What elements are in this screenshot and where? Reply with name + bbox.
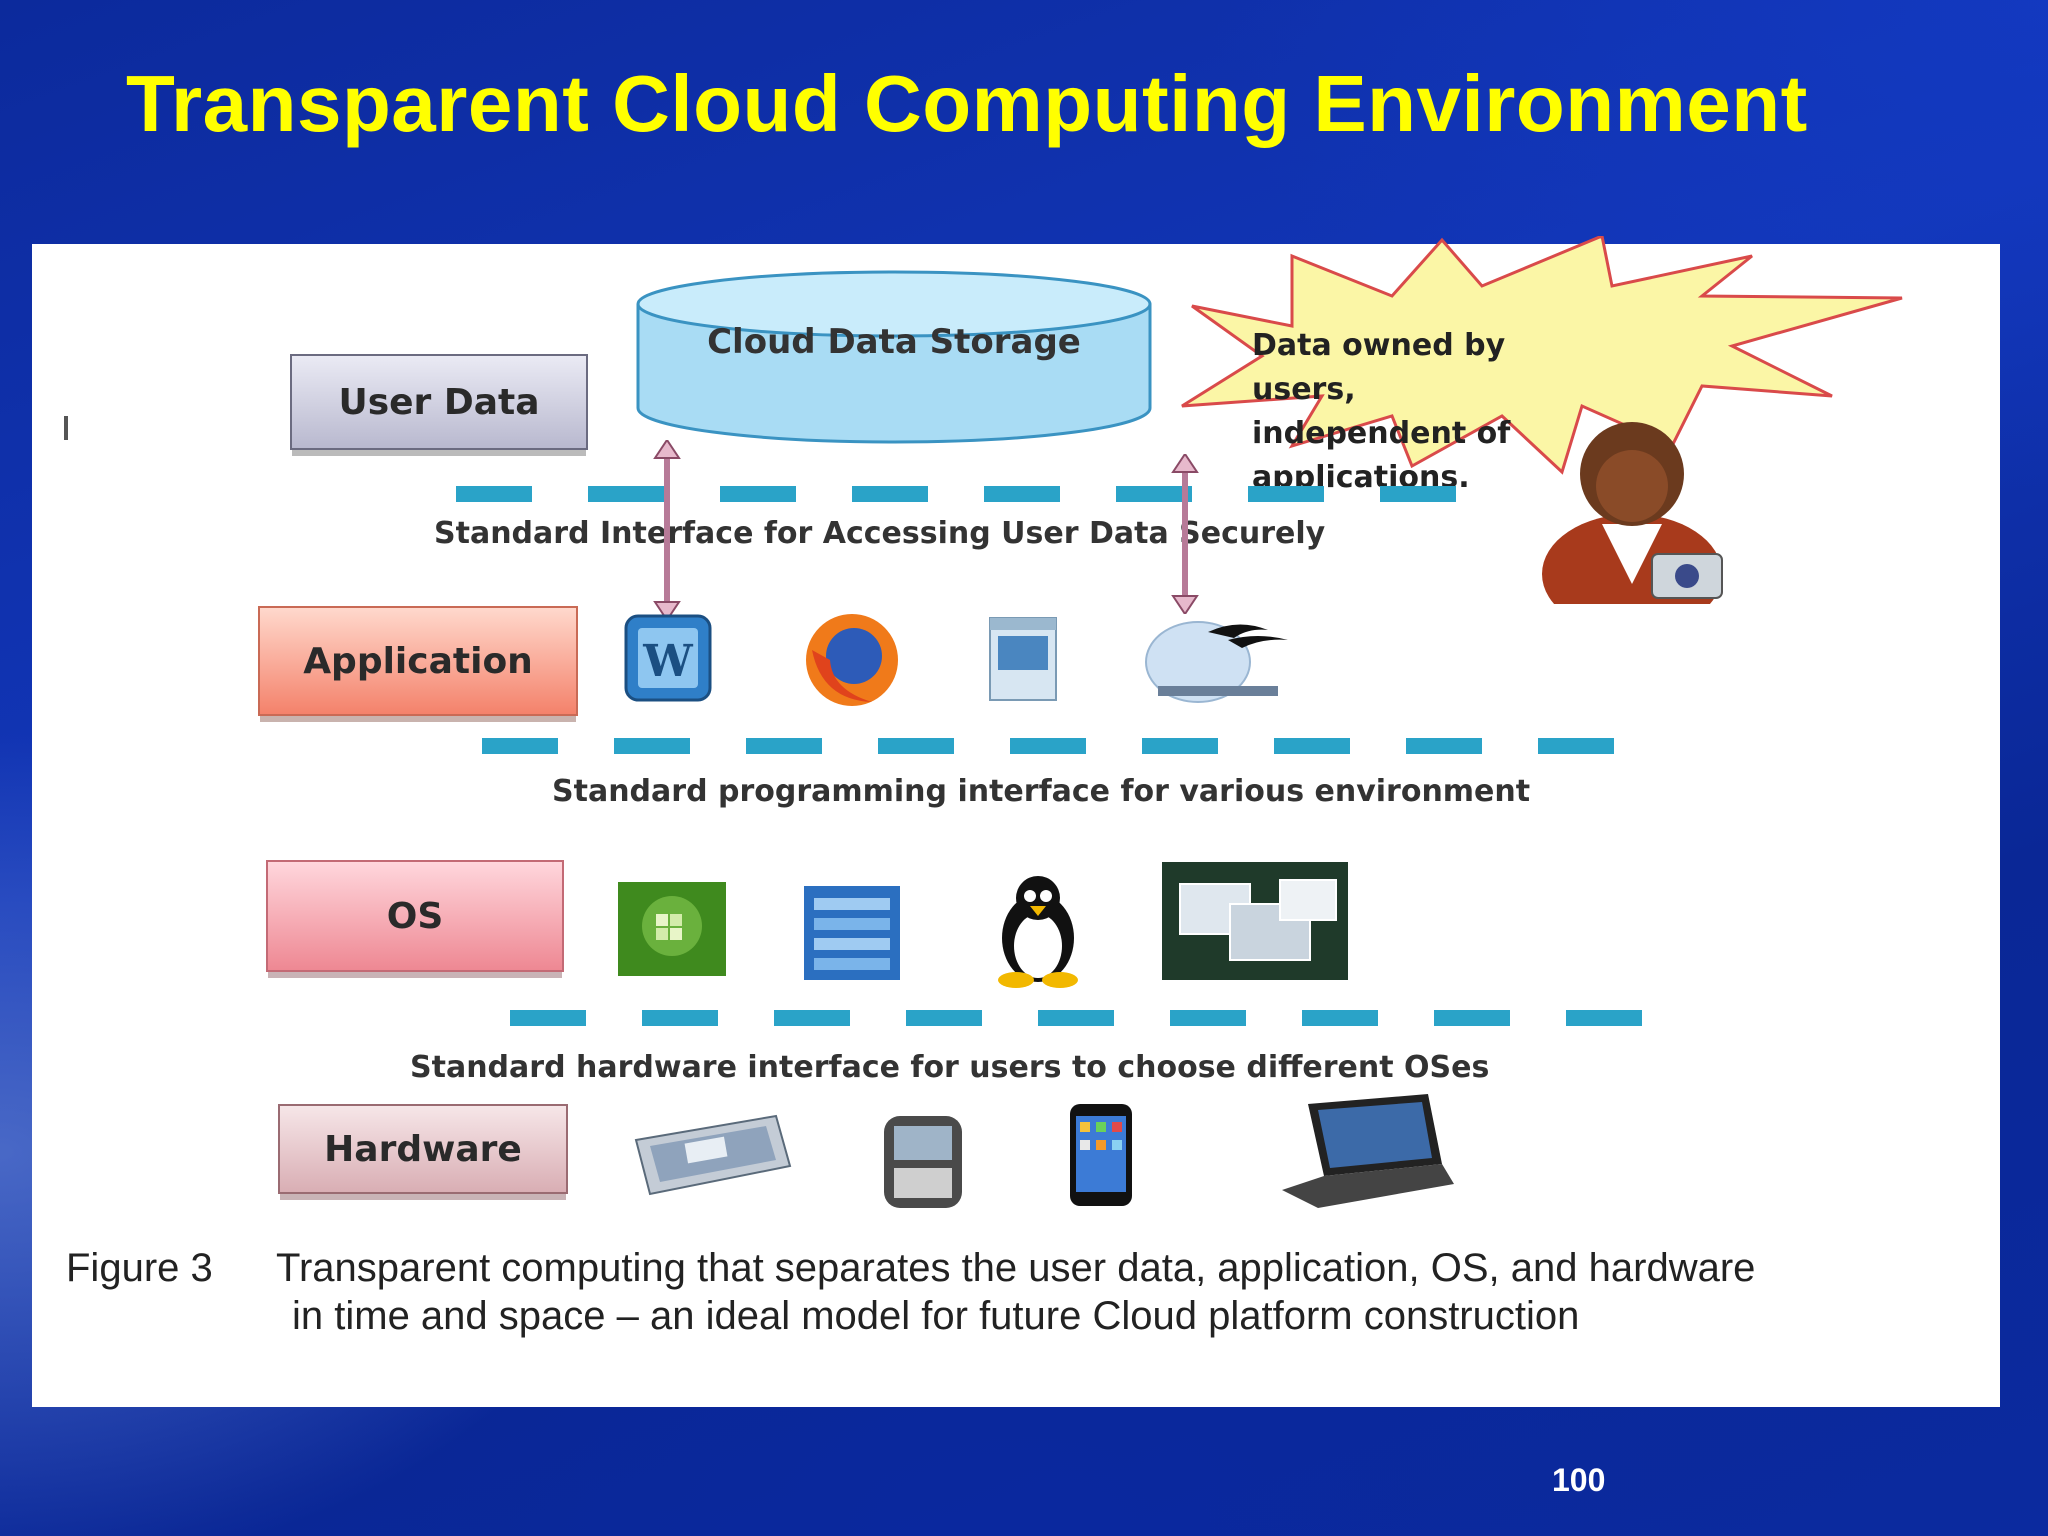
cloud-storage-label: Cloud Data Storage — [707, 322, 1081, 362]
slide-title: Transparent Cloud Computing Environment — [126, 59, 1808, 148]
hardware-layer-box: Hardware — [278, 1104, 568, 1194]
callout-line-1: Data owned by users, — [1252, 328, 1506, 407]
caption-line-2: in time and space – an ideal model for f… — [292, 1294, 1580, 1338]
desktop-screenshots-os-icon — [1162, 862, 1348, 980]
diagram-panel: Cloud Data Storage Data owned by users, … — [32, 236, 2000, 1407]
laptop-hardware-icon — [1282, 1094, 1454, 1208]
page-number: 100 — [1552, 1462, 1606, 1498]
figure-caption: Figure 3 Transparent computing that separ… — [66, 1244, 1986, 1340]
user-data-layer-box: User Data — [290, 354, 588, 450]
user-person-icon — [1542, 422, 1723, 604]
windows-mobile-os-icon — [804, 886, 900, 980]
blackberry-phone-icon — [884, 1116, 962, 1208]
windows-vista-os-icon — [618, 882, 726, 976]
programming-interface-line — [482, 738, 1670, 754]
firefox-browser-icon — [806, 614, 898, 706]
iphone-icon — [1070, 1104, 1132, 1206]
hardware-interface-label: Standard hardware interface for users to… — [410, 1050, 1490, 1085]
svg-text:W: W — [642, 636, 693, 687]
word-app-icon: W — [624, 614, 712, 702]
software-box-icon — [989, 617, 1057, 701]
hardware-interface-line — [510, 1010, 1698, 1026]
cloud-storage-cylinder — [636, 270, 1152, 444]
openoffice-app-icon — [1145, 621, 1288, 703]
user-data-interface-line — [456, 486, 1512, 502]
figure-label: Figure 3 — [66, 1246, 213, 1290]
edge-marker — [64, 416, 68, 440]
storage-to-openoffice-arrow — [1171, 454, 1199, 614]
application-layer-box: Application — [258, 606, 578, 716]
user-data-interface-label: Standard Interface for Accessing User Da… — [434, 516, 1326, 551]
callout-text: Data owned by users, independent of appl… — [1252, 324, 1612, 500]
programming-interface-label: Standard programming interface for vario… — [552, 774, 1531, 809]
server-blade-hardware-icon — [634, 1114, 792, 1196]
linux-tux-os-icon — [998, 876, 1078, 988]
callout-line-2: independent of — [1252, 416, 1511, 451]
os-layer-box: OS — [266, 860, 564, 972]
caption-line-1: Transparent computing that separates the… — [276, 1246, 1756, 1290]
storage-to-word-arrow — [653, 440, 681, 620]
